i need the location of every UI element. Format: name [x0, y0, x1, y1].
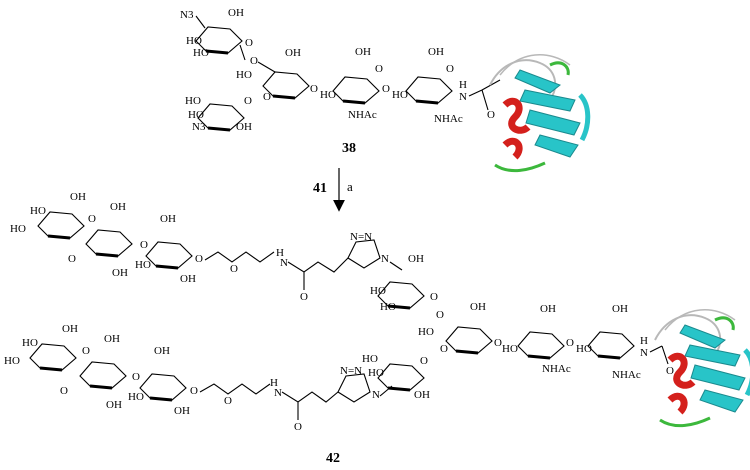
hydroxyl-label: OH: [285, 47, 301, 59]
hydroxyl-label: OH: [174, 405, 190, 417]
condition-label: a: [347, 179, 353, 194]
oxygen-label: O: [294, 421, 302, 433]
oxygen-label: O: [487, 109, 495, 121]
oxygen-label: O: [195, 253, 203, 265]
oxygen-label: O: [82, 345, 90, 357]
nitrogen-label: N: [280, 257, 288, 269]
acetamido-label: NHAc: [434, 113, 463, 125]
oxygen-label: O: [430, 291, 438, 303]
oxygen-label: O: [310, 83, 318, 95]
oxygen-label: O: [375, 63, 383, 75]
hydroxyl-label: OH: [470, 301, 486, 313]
reagent-label: 41: [313, 181, 327, 196]
hydroxyl-label: HO: [236, 69, 252, 81]
hydroxyl-label: HO: [135, 259, 151, 271]
hydroxyl-label: OH: [180, 273, 196, 285]
hydroxyl-label: OH: [414, 389, 430, 401]
oxygen-label: O: [566, 337, 574, 349]
hydroxyl-label: HO: [30, 205, 46, 217]
oxygen-label: O: [300, 291, 308, 303]
nitrogen-label: N: [372, 389, 380, 401]
hydrogen-label: H: [459, 79, 467, 91]
hydroxyl-label: HO: [185, 95, 201, 107]
hydroxyl-label: OH: [428, 46, 444, 58]
oxygen-label: O: [666, 365, 674, 377]
acetamido-label: NHAc: [612, 369, 641, 381]
oxygen-label: O: [244, 95, 252, 107]
hydroxyl-label: HO: [392, 89, 408, 101]
hydroxyl-label: HO: [22, 337, 38, 349]
oxygen-label: O: [382, 83, 390, 95]
triazole-label: N=N: [340, 365, 362, 377]
hydroxyl-label: OH: [228, 7, 244, 19]
hydroxyl-label: OH: [112, 267, 128, 279]
hydroxyl-label: OH: [70, 191, 86, 203]
oxygen-label: O: [263, 91, 271, 103]
hydroxyl-label: OH: [104, 333, 120, 345]
oxygen-label: O: [436, 309, 444, 321]
oxygen-label: O: [68, 253, 76, 265]
hydroxyl-label: OH: [106, 399, 122, 411]
nitrogen-label: N: [381, 253, 389, 265]
acetamido-label: NHAc: [348, 109, 377, 121]
hydrogen-label: H: [276, 247, 284, 259]
hydroxyl-label: HO: [370, 285, 386, 297]
hydroxyl-label: HO: [380, 301, 396, 313]
acetamido-label: NHAc: [542, 363, 571, 375]
oxygen-label: O: [446, 63, 454, 75]
hydroxyl-label: OH: [160, 213, 176, 225]
hydroxyl-label: OH: [408, 253, 424, 265]
azide-label-bottom: N3: [192, 121, 206, 133]
compound-label-42: 42: [326, 451, 340, 466]
hydroxyl-label: OH: [236, 121, 252, 133]
hydroxyl-label: OH: [154, 345, 170, 357]
compound-38-structure: N3 HO HO OH O O OH HO O O HO HO O OH N3 …: [180, 7, 588, 171]
hydroxyl-label: HO: [502, 343, 518, 355]
hydroxyl-label: HO: [193, 47, 209, 59]
hydroxyl-label: HO: [320, 89, 336, 101]
hydroxyl-label: HO: [128, 391, 144, 403]
oxygen-label: O: [224, 395, 232, 407]
hydrogen-label: H: [270, 377, 278, 389]
hydroxyl-label: HO: [368, 367, 384, 379]
hydroxyl-label: HO: [188, 109, 204, 121]
hydroxyl-label: OH: [612, 303, 628, 315]
hydroxyl-label: HO: [10, 223, 26, 235]
nitrogen-label: N: [640, 347, 648, 359]
oxygen-label: O: [250, 55, 258, 67]
hydroxyl-label: OH: [355, 46, 371, 58]
oxygen-label: O: [230, 263, 238, 275]
hydrogen-label: H: [640, 335, 648, 347]
oxygen-label: O: [440, 343, 448, 355]
oxygen-label: O: [60, 385, 68, 397]
oxygen-label: O: [88, 213, 96, 225]
hydroxyl-label: OH: [540, 303, 556, 315]
oxygen-label: O: [494, 337, 502, 349]
hydroxyl-label: HO: [362, 353, 378, 365]
triazole-label: N=N: [350, 231, 372, 243]
oxygen-label: O: [245, 37, 253, 49]
hydroxyl-label: OH: [62, 323, 78, 335]
hydroxyl-label: HO: [418, 326, 434, 338]
nitrogen-label: N: [274, 387, 282, 399]
azide-label-top: N3: [180, 9, 194, 21]
oxygen-label: O: [190, 385, 198, 397]
compound-42-structure: HO HO OH O OH O OH O OH HO OH O O H N O …: [4, 191, 750, 433]
hydroxyl-label: HO: [576, 343, 592, 355]
hydroxyl-label: HO: [4, 355, 20, 367]
hydroxyl-label: OH: [110, 201, 126, 213]
oxygen-label: O: [140, 239, 148, 251]
protein-ribbon-top: [490, 55, 588, 171]
nitrogen-label: N: [459, 91, 467, 103]
oxygen-label: O: [420, 355, 428, 367]
hydroxyl-label: HO: [186, 35, 202, 47]
compound-label-38: 38: [342, 141, 356, 156]
oxygen-label: O: [132, 371, 140, 383]
